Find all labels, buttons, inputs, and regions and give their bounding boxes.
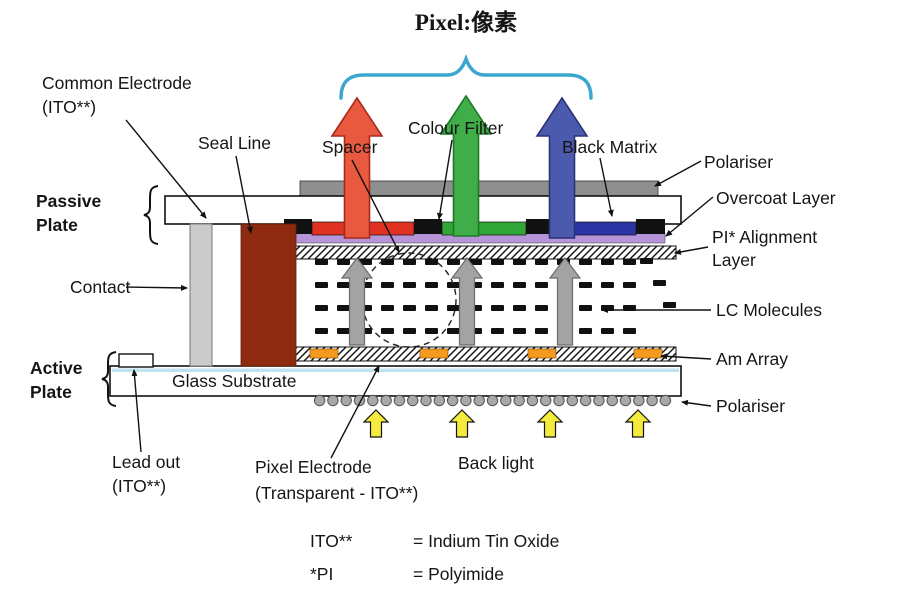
polariser-bottom-beads [313,394,672,407]
active-plate-structure [109,223,682,407]
liquid-crystal-cell [312,252,676,348]
pointer-lines [125,119,714,459]
label-polariser-top: Polariser [704,152,773,172]
am-array-segment [419,348,449,359]
lc-molecule [640,258,653,264]
pi-alignment-layer-bottom [294,346,677,362]
legend-pi-definition: = Polyimide [413,564,504,584]
label-lead-out: Lead out [112,452,180,472]
seal-line-block [240,223,297,367]
black-matrix-block [636,219,665,234]
lead-out-block [118,353,154,368]
passive-plate-brace [143,185,159,245]
legend-ito-definition: = Indium Tin Oxide [413,531,559,551]
label-seal-line: Seal Line [198,133,271,153]
backlight-arrow [363,409,389,438]
backlight-arrow [537,409,563,438]
label-passive-plate: Passive [36,191,101,211]
label-lc-molecules: LC Molecules [716,300,822,320]
pointer-spacer [351,159,400,253]
legend-pi-term: *PI [310,564,333,584]
am-array-segment [527,348,557,359]
label-pixel-electrode: Pixel Electrode [255,457,372,477]
black-matrix-block [526,219,554,234]
label-contact: Contact [70,277,130,297]
pointer-polariser-top [654,160,702,187]
pointer-overcoat-layer [665,196,714,237]
backlight-arrows [363,409,651,438]
pointer-lead-out [131,369,142,453]
pointer-polariser-bottom [681,399,712,407]
lc-molecule [653,280,666,286]
pointer-contact [125,284,188,291]
label-common-electrode-ito: (ITO**) [42,97,96,117]
contact-bar [189,223,213,367]
pointer-colour-filter [437,139,453,220]
label-common-electrode: Common Electrode [42,73,192,93]
legend: ITO** = Indium Tin Oxide *PI = Polyimide [310,531,559,584]
backlight-arrow [625,409,651,438]
legend-ito-term: ITO** [310,531,353,551]
ito-layer-line [112,368,679,372]
labels: Common Electrode (ITO**) Seal Line Space… [30,73,836,503]
active-plate-brace [101,351,117,407]
pointer-pi-alignment [674,246,709,255]
pixel-brace [339,53,593,100]
pointer-black-matrix [599,157,614,217]
label-pi-alignment-2: Layer [712,250,756,270]
label-black-matrix: Black Matrix [562,137,658,157]
am-array-segment [633,348,663,359]
lc-molecule [663,302,676,308]
pointer-pixel-electrode [330,365,380,459]
label-active-plate-2: Plate [30,382,72,402]
label-pi-alignment: PI* Alignment [712,227,817,247]
label-back-light: Back light [458,453,534,473]
label-overcoat-layer: Overcoat Layer [716,188,836,208]
label-active-plate: Active [30,358,83,378]
label-am-array: Am Array [716,349,788,369]
pointer-am-array [660,353,712,360]
black-matrix-block [414,219,442,234]
label-lead-out-ito: (ITO**) [112,476,166,496]
backlight-arrow [449,409,475,438]
label-spacer: Spacer [322,137,378,157]
pointer-seal-line [235,155,253,234]
label-polariser-bottom: Polariser [716,396,785,416]
label-glass-substrate: Glass Substrate [172,371,297,391]
am-array-segment [309,348,339,359]
figure-title: Pixel:像素 [415,9,517,35]
label-passive-plate-2: Plate [36,215,78,235]
label-pixel-electrode-2: (Transparent - ITO**) [255,483,418,503]
pointer-common-electrode [125,119,207,219]
label-colour-filter: Colour Filter [408,118,503,138]
